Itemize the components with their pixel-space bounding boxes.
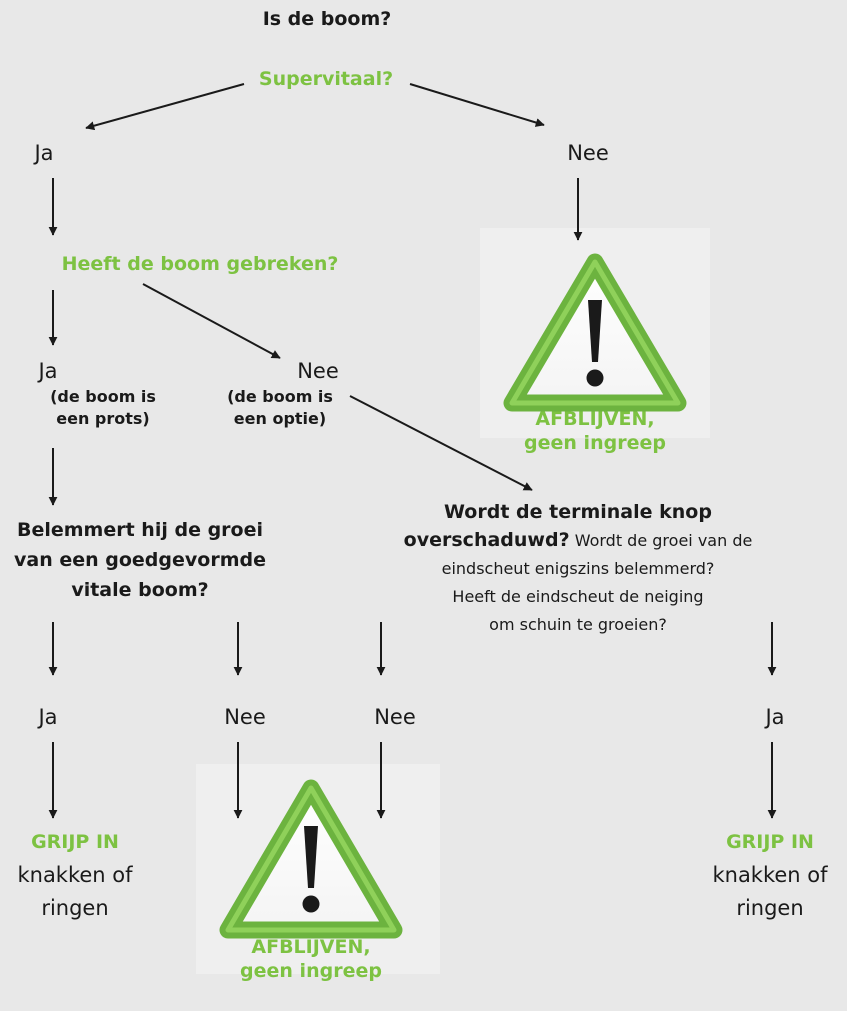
warning-icon	[503, 253, 687, 412]
result-afblijven-top: AFBLIJVEN, geen ingreep	[524, 408, 666, 454]
arrow-gebreken-nee	[142, 283, 281, 359]
answer-nee-3: Nee	[224, 705, 266, 729]
arrow-nee-terminale	[349, 395, 533, 491]
answer-nee-4: Nee	[374, 705, 416, 729]
question-terminale-knop: Wordt de terminale knop overschaduwd? Wo…	[403, 501, 753, 634]
result-afblijven-bottom: AFBLIJVEN, geen ingreep	[240, 936, 382, 982]
answer-ja-4: Ja	[765, 705, 785, 729]
result-grijp-in-left: GRIJP IN knakken of ringen	[17, 831, 133, 920]
question-belemmert: Belemmert hij de groei van een goedgevor…	[14, 519, 266, 601]
arrow-supervitaal-nee	[409, 83, 545, 127]
diagram-title: Is de boom?	[262, 8, 392, 30]
answer-nee-2: Nee	[297, 359, 339, 383]
question-supervitaal: Supervitaal?	[258, 68, 394, 90]
question-gebreken: Heeft de boom gebreken?	[61, 253, 339, 275]
warning-icon	[219, 779, 403, 939]
answer-ja-2: Ja	[38, 359, 58, 383]
answer-ja-3: Ja	[38, 705, 58, 729]
note-nee-boom-optie: (de boom is een optie)	[227, 387, 333, 428]
answer-nee-1: Nee	[567, 141, 609, 165]
arrow-supervitaal-ja	[85, 83, 245, 131]
note-ja-boom-prots: (de boom is een prots)	[50, 387, 156, 428]
result-grijp-in-right: GRIJP IN knakken of ringen	[712, 831, 828, 920]
answer-ja-1: Ja	[34, 141, 54, 165]
